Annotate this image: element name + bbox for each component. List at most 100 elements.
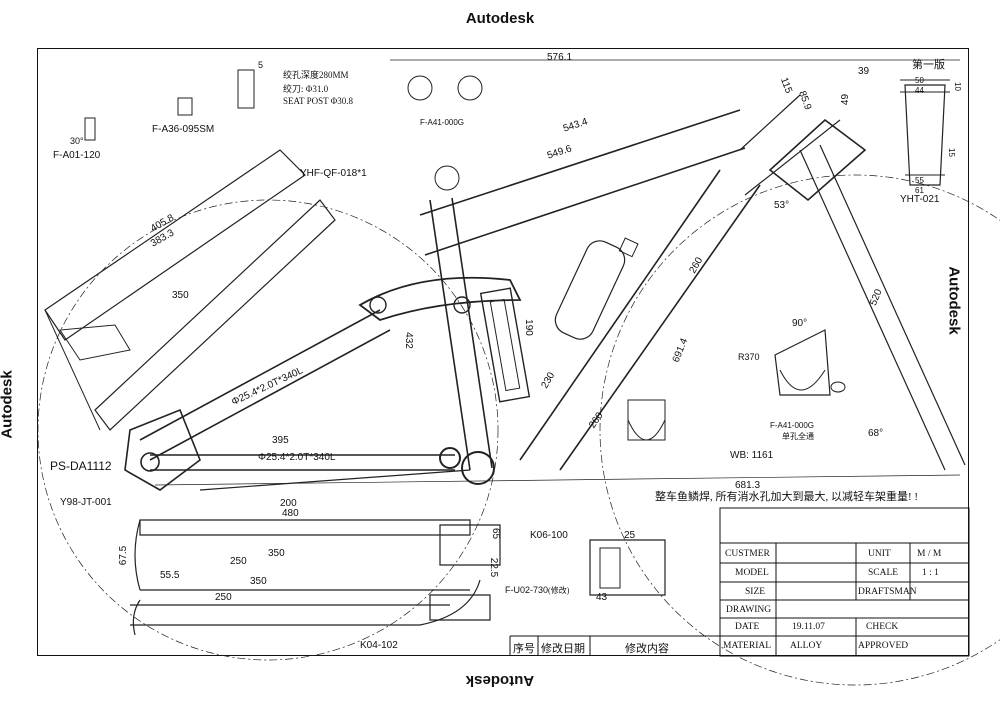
rocker-pivot [369,296,387,314]
dim-350-a: 350 [172,290,189,301]
title-block [509,507,970,657]
dim-576: 576.1 [547,52,573,63]
water-bottle [554,237,639,340]
dim-5: 5 [258,60,264,70]
label-yht: YHT-021 [900,194,940,205]
label-fa41-right-sub: 单孔全通 [782,432,814,441]
tb-customer-label: CUSTMER [725,549,770,559]
dim-22-5: 22.5 [488,557,500,578]
label-edition: 第一版 [912,59,945,71]
tb-rev-no: 序号 [513,643,535,655]
dim-681: 681.3 [735,480,761,491]
seat-stay [139,309,391,461]
label-fa41-top: F-A41-000G [420,118,465,127]
fa01-detail [84,117,96,141]
weld-note: 整车鱼鳞焊, 所有消水孔加大到最大, 以减轻车架重量! ! [655,491,919,503]
tb-date-label: DATE [735,622,760,632]
label-r370: R370 [738,352,760,362]
tb-model-label: MODEL [735,568,769,578]
drawing-sheet-border [37,48,969,656]
dim-350-b: 350 [268,548,285,559]
tb-unit-value: M / M [917,549,942,559]
dim-43: 43 [596,592,608,603]
front-travel-arc [599,174,1000,686]
gusset-hole [434,165,460,191]
tb-material-value: ALLOY [790,641,823,651]
dim-50: 50 [915,76,924,85]
dim-55-5: 55.5 [160,570,180,581]
tb-rev-date: 修改日期 [541,643,585,655]
label-yhf: YHF-QF-018*1 [300,168,367,179]
dim-65: 65 [490,527,502,540]
label-fa01: F-A01-120 [53,150,101,161]
tb-size-label: SIZE [745,587,766,597]
tb-draftsman-label: DRAFTSMAN [858,587,917,597]
dim-44: 44 [915,86,924,95]
tb-approved-label: APPROVED [858,641,909,651]
watermark-top: Autodesk [465,10,535,27]
rocker-link [358,276,522,322]
dim-10: 10 [952,82,962,91]
yoke-plan-view [429,524,501,621]
head-tube [739,94,867,202]
dim-67-5: 67.5 [118,545,130,566]
fork-axis [799,149,946,471]
dim-90deg: 90° [792,318,808,329]
tb-drawing-label: DRAWING [726,605,772,615]
dim-25: 25 [624,530,636,541]
fa36-detail [177,97,193,116]
label-k04: K04-102 [360,640,398,651]
swingarm-side-view [44,149,336,431]
dim-39: 39 [858,66,870,77]
dim-49: 49 [840,93,852,106]
rear-travel-arc [37,199,499,661]
label-y98: Y98-JT-001 [60,497,112,508]
fa41-detail-b [457,75,483,101]
dim-200: 200 [280,498,297,509]
dim-250-b: 250 [215,592,232,603]
label-fa41-right: F-A41-000G [770,421,815,430]
dim-480: 480 [282,508,299,519]
label-wheelbase: WB: 1161 [730,450,774,461]
bottom-bracket [461,451,495,485]
tb-material-label: MATERIAL [723,641,772,651]
dim-190: 190 [522,319,534,336]
seat-tube [429,197,493,471]
label-tube-spec-2: Φ25.4*2.0T*340L [258,452,336,463]
label-fa36: F-A36-095SM [152,124,215,135]
tb-scale-value: 1 : 1 [922,568,939,578]
label-fu02: F-U02-730(修改) [505,585,570,595]
tb-rev-content: 修改内容 [625,643,669,655]
chain-stay [150,454,471,491]
chainstay-plan-view [130,519,481,636]
seatpost-detail [237,69,255,109]
top-tube [419,109,746,256]
tb-date-value: 19.11.07 [792,622,825,632]
dim-350-c: 350 [250,576,267,587]
label-k06: K06-100 [530,530,568,541]
label-seat-post: SEAT POST Φ30.8 [283,96,354,106]
tb-unit-label: UNIT [868,549,891,559]
dim-30deg: 30° [70,136,84,146]
headset-cup-detail [900,79,950,186]
dim-250-a: 250 [230,556,247,567]
tb-check-label: CHECK [866,622,899,632]
tb-scale-label: SCALE [868,568,899,578]
dim-61: 61 [915,186,924,195]
dim-55: 55 [915,176,924,185]
down-tube [519,169,761,471]
dim-68deg: 68° [868,428,884,439]
wheelbase-line [154,474,961,486]
dim-395: 395 [272,435,289,446]
dropout-slot-detail [627,399,666,441]
rear-dropout [124,408,201,491]
dim-432: 432 [402,332,414,349]
label-psda: PS-DA1112 [50,459,112,473]
dim-53deg: 53° [774,200,790,211]
label-ream-tool: 绞刀: Φ31.0 [283,84,329,94]
cable-guide-detail [774,329,846,396]
fa41-detail-a [407,75,433,101]
label-ream-depth: 绞孔深度280MM [283,70,349,80]
bearing-bushing-detail [589,539,666,596]
